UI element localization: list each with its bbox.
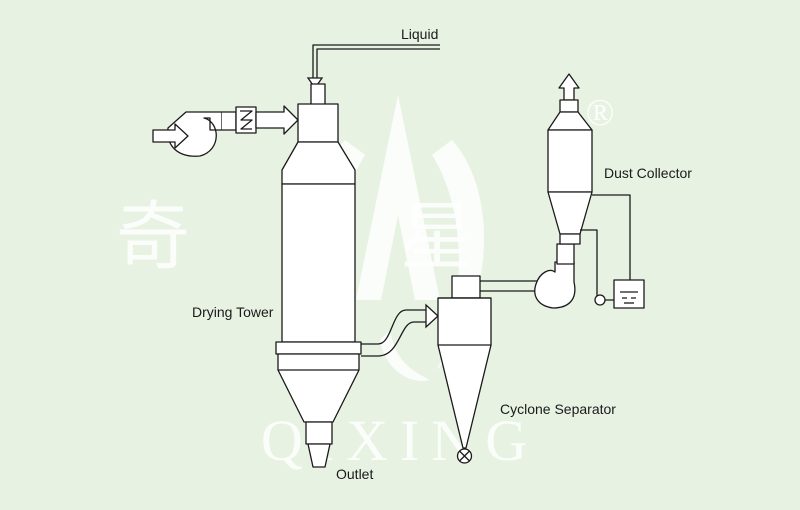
label-liquid: Liquid: [401, 26, 438, 42]
air-blower: [152, 111, 237, 157]
water-circulation: [580, 194, 645, 309]
collector-body: [547, 129, 593, 193]
exhaust-arrow-icon: [558, 73, 580, 101]
water-pump-icon: [594, 294, 606, 306]
heated-air-arrow-icon: [255, 105, 299, 135]
air-distributor: [297, 103, 339, 143]
collector-top-neck: [559, 99, 579, 113]
label-drying-tower: Drying Tower: [192, 304, 274, 320]
blower-inlet-arrow-icon: [152, 123, 189, 149]
air-heater: [235, 106, 257, 134]
exhaust-fan: [534, 243, 576, 309]
label-outlet: Outlet: [336, 466, 373, 482]
cyclone-separator: [437, 275, 492, 464]
cyclone-outlet-tube: [451, 275, 481, 299]
collector-lower-pipe: [559, 233, 581, 245]
outlet-pipe: [305, 421, 333, 445]
label-dust-collector: Dust Collector: [604, 165, 692, 181]
rotary-valve-icon: [456, 448, 473, 464]
drying-tower: [275, 83, 362, 468]
water-tank: [613, 279, 645, 309]
liquid-feed-line: [306, 44, 440, 90]
watermark-chinese-text: 奇星: [116, 197, 684, 279]
tower-flange: [275, 341, 362, 355]
outlet-nozzle: [307, 443, 331, 468]
water-return-line: [592, 194, 631, 284]
tower-to-cyclone-duct: [361, 303, 439, 357]
tower-body: [281, 183, 356, 343]
dust-collector: [547, 73, 593, 245]
label-cyclone-separator: Cyclone Separator: [500, 401, 616, 417]
atomizer-body: [310, 83, 326, 107]
